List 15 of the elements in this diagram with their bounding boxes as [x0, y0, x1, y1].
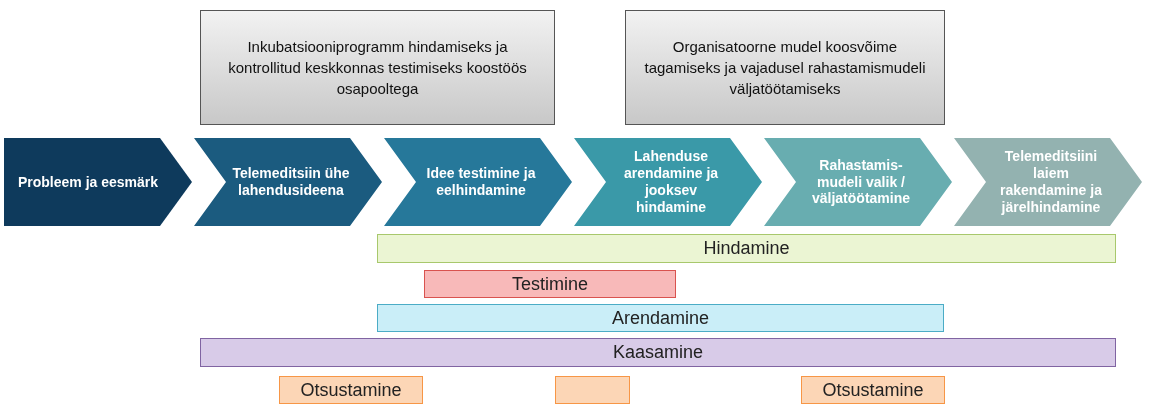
phase-bar: Kaasamine: [200, 338, 1116, 367]
phase-bar: Otsustamine: [801, 376, 945, 404]
phase-bar: Otsustamine: [279, 376, 423, 404]
chevron-step: Probleem ja eesmärk: [4, 138, 192, 226]
phase-bar: Arendamine: [377, 304, 944, 332]
chevron-step: Telemeditsiin ühe lahendusideena: [194, 138, 382, 226]
phase-bar: Hindamine: [377, 234, 1116, 263]
note-box: Inkubatsiooniprogramm hindamiseks ja kontrollitud keskkonnas testimiseks koostöös osapooltega: [200, 10, 555, 125]
phase-bar: Testimine: [424, 270, 676, 298]
note-box: Organisatoorne mudel koosvõime tagamiseks ja vajadusel rahastamismudeli väljatöötamiseks: [625, 10, 945, 125]
chevron-step: Idee testimine ja eelhindamine: [384, 138, 572, 226]
chevron-step: Lahenduse arendamine ja jooksev hindamine: [574, 138, 762, 226]
empty-phase-bar: [555, 376, 630, 404]
chevron-step: Rahastamis-mudeli valik / väljatöötamine: [764, 138, 952, 226]
chevron-step: Telemeditsiini laiem rakendamine ja järelhindamine: [954, 138, 1142, 226]
